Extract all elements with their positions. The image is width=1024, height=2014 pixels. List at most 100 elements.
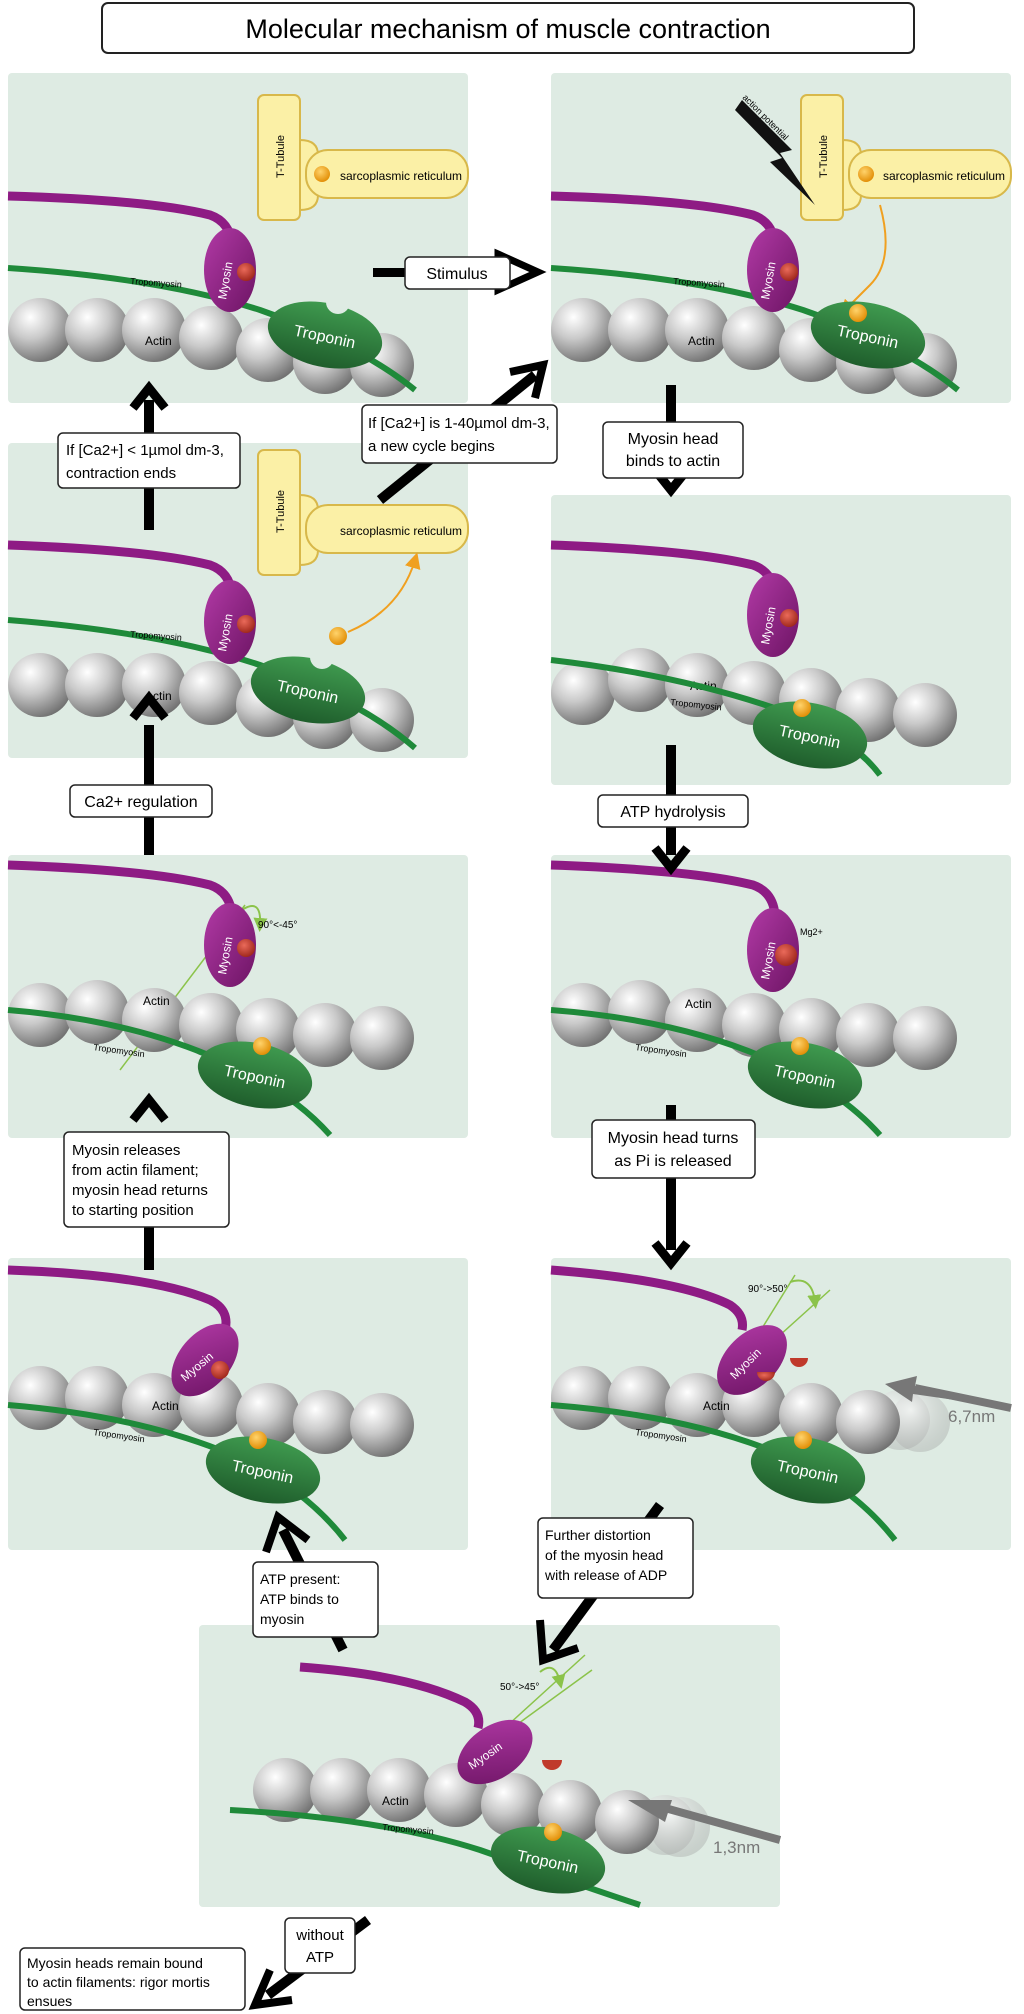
troponin-complex: Troponin	[490, 1826, 606, 1894]
myosin-head: Myosin	[7, 1265, 239, 1397]
troponin-complex: Troponin	[750, 1436, 866, 1504]
actin-filament	[551, 980, 957, 1070]
tropomyosin-strand	[7, 617, 417, 751]
calcium-ion	[253, 1037, 271, 1055]
step-ca-regulation: Ca2+ regulation	[69, 784, 213, 818]
svg-text:Actin: Actin	[685, 997, 712, 1011]
svg-text:binds to actin: binds to actin	[626, 453, 720, 470]
svg-text:Ca2+ regulation: Ca2+ regulation	[84, 794, 197, 811]
svg-text:of the myosin head: of the myosin head	[545, 1547, 663, 1563]
tropomyosin-strand	[229, 1807, 641, 1908]
troponin-complex: Troponin	[810, 301, 926, 369]
svg-text:90°<-45°: 90°<-45°	[258, 920, 297, 931]
svg-text:Actin: Actin	[143, 994, 170, 1008]
troponin-complex: Troponin	[747, 1041, 863, 1109]
svg-text:Tropomyosin: Tropomyosin	[130, 276, 182, 290]
svg-text:ATP hydrolysis: ATP hydrolysis	[620, 804, 725, 821]
svg-text:myosin head returns: myosin head returns	[72, 1182, 208, 1199]
calcium-ion	[329, 627, 347, 645]
svg-text:Myosin: Myosin	[758, 606, 778, 646]
svg-text:from actin filament;: from actin filament;	[72, 1162, 199, 1179]
svg-text:ATP: ATP	[306, 1949, 334, 1966]
svg-text:ATP present:: ATP present:	[260, 1571, 340, 1587]
svg-text:Actin: Actin	[382, 1794, 409, 1808]
displacement-arrow: 1,3nm	[628, 1800, 782, 1857]
svg-text:sarcoplasmic reticulum: sarcoplasmic reticulum	[340, 524, 462, 538]
svg-text:Actin: Actin	[688, 334, 715, 348]
adp-pi-molecule	[775, 944, 797, 966]
svg-text:Myosin: Myosin	[758, 261, 778, 301]
svg-text:If [Ca2+] < 1µmol dm-3,: If [Ca2+] < 1µmol dm-3,	[66, 442, 224, 459]
troponin-complex: Troponin	[250, 645, 366, 724]
svg-text:Tropomyosin: Tropomyosin	[673, 276, 725, 290]
svg-text:Myosin: Myosin	[758, 941, 778, 981]
diagram-title: Molecular mechanism of muscle contractio…	[245, 14, 770, 44]
t-tubule: T-Tubule	[257, 449, 301, 576]
calcium-ion	[858, 166, 874, 182]
atp-molecule	[237, 263, 255, 281]
svg-text:Tropomyosin: Tropomyosin	[130, 629, 182, 643]
svg-text:Myosin heads remain bound: Myosin heads remain bound	[27, 1955, 203, 1971]
calcium-ion	[544, 1823, 562, 1841]
adp-molecule	[757, 1372, 775, 1381]
myosin-head: Myosin	[7, 860, 256, 987]
myosin-head: Myosin	[7, 540, 256, 664]
svg-text:sarcoplasmic reticulum: sarcoplasmic reticulum	[340, 169, 462, 183]
svg-text:50°->45°: 50°->45°	[500, 1682, 539, 1693]
myosin-head: Myosin	[550, 540, 799, 657]
step-stimulus: Stimulus	[404, 256, 511, 290]
adp-released	[542, 1760, 562, 1770]
svg-text:Mg2+: Mg2+	[800, 927, 823, 937]
step-myosin-releases: Myosin releases from actin filament; myo…	[63, 1131, 230, 1228]
svg-text:myosin: myosin	[260, 1611, 304, 1627]
calcium-reuptake-arrow	[347, 552, 421, 633]
svg-text:Myosin releases: Myosin releases	[72, 1142, 180, 1159]
svg-text:Actin: Actin	[145, 334, 172, 348]
svg-text:Myosin head turns: Myosin head turns	[608, 1130, 739, 1147]
t-tubule: T-Tubule	[800, 94, 844, 221]
svg-text:to actin filaments: rigor mort: to actin filaments: rigor mortis	[27, 1974, 210, 1990]
svg-text:6,7nm: 6,7nm	[948, 1407, 995, 1426]
troponin-complex: Troponin	[197, 1041, 313, 1109]
panel-return: 90°<-45° Actin Tropomyosin Troponin Myos…	[7, 855, 468, 1138]
calcium-ion	[249, 1431, 267, 1449]
panel-binding: Actin Tropomyosin Troponin Myosin	[550, 495, 1011, 785]
svg-text:to starting position: to starting position	[72, 1202, 194, 1219]
step-atp-hydrolysis: ATP hydrolysis	[597, 794, 749, 828]
step-contraction-ends: If [Ca2+] < 1µmol dm-3, contraction ends	[57, 432, 241, 489]
calcium-ion	[849, 304, 867, 322]
svg-text:Myosin: Myosin	[215, 613, 235, 653]
svg-text:without: without	[295, 1927, 344, 1944]
svg-text:as Pi is released: as Pi is released	[614, 1153, 731, 1170]
svg-text:a new cycle begins: a new cycle begins	[368, 438, 495, 455]
step-without-atp: without ATP	[284, 1917, 356, 1974]
step-rigor-mortis: Myosin heads remain bound to actin filam…	[19, 1947, 246, 2011]
atp-molecule	[237, 615, 255, 633]
svg-text:sarcoplasmic reticulum: sarcoplasmic reticulum	[883, 169, 1005, 183]
atp-molecule	[780, 263, 798, 281]
calcium-ion	[794, 1431, 812, 1449]
panel-calcium-reuptake: T-Tubule sarcoplasmic reticulum Actin Tr…	[7, 443, 469, 758]
svg-text:Further distortion: Further distortion	[545, 1527, 651, 1543]
panel-atp-binds: Actin Tropomyosin Troponin Myosin	[7, 1258, 468, 1550]
svg-text:contraction ends: contraction ends	[66, 465, 176, 482]
actin-filament	[8, 298, 414, 397]
step-binds-to-actin: Myosin head binds to actin	[602, 421, 744, 479]
svg-text:T-Tubule: T-Tubule	[275, 135, 287, 178]
svg-text:1,3nm: 1,3nm	[713, 1838, 760, 1857]
t-tubule: T-Tubule	[257, 94, 301, 221]
step-new-cycle: If [Ca2+] is 1-40µmol dm-3, a new cycle …	[361, 404, 558, 464]
panel-resting: T-Tubule sarcoplasmic reticulum Actin Tr…	[7, 73, 469, 403]
step-pi-released: Myosin head turns as Pi is released	[591, 1119, 756, 1179]
svg-text:ensues: ensues	[27, 1993, 72, 2009]
svg-text:Myosin: Myosin	[215, 936, 235, 976]
svg-text:T-Tubule: T-Tubule	[275, 490, 287, 533]
actin-filament	[551, 298, 957, 397]
step-adp-release: Further distortion of the myosin head wi…	[537, 1517, 694, 1599]
displacement-arrow: 6,7nm	[885, 1376, 1012, 1426]
svg-text:T-Tubule: T-Tubule	[818, 135, 830, 178]
panel-hydrolysis: Actin Tropomyosin Troponin Myosin Mg2+	[550, 855, 1011, 1138]
step-atp-present: ATP present: ATP binds to myosin	[252, 1561, 379, 1638]
svg-text:ATP binds to: ATP binds to	[260, 1591, 339, 1607]
